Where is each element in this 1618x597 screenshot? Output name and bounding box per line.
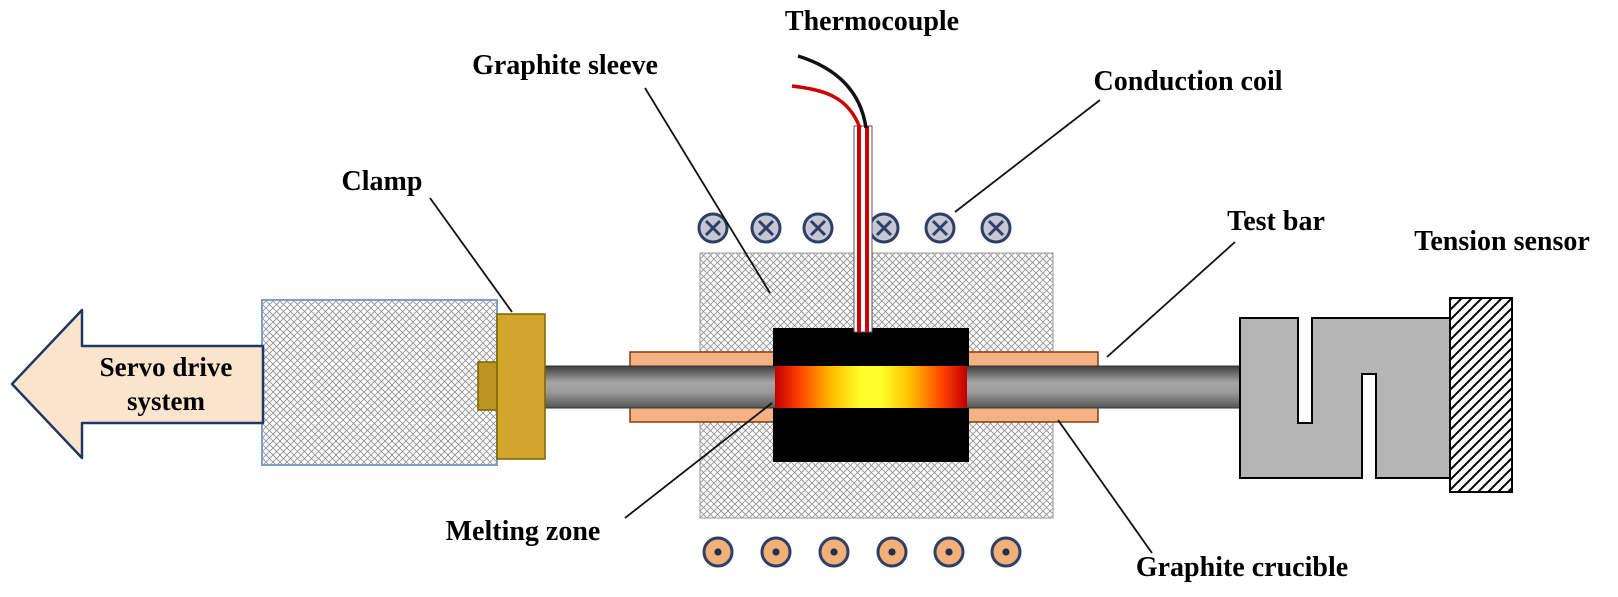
coil-current-in-icon bbox=[868, 212, 900, 244]
thermocouple-tube bbox=[853, 125, 873, 333]
tension-sensor-body bbox=[1239, 317, 1451, 479]
leader-line-graphite-sleeve bbox=[644, 87, 771, 294]
coil-current-in-icon bbox=[924, 212, 956, 244]
label-servo-drive-system: Servo drive system bbox=[100, 350, 233, 418]
fixed-wall bbox=[1449, 297, 1513, 493]
leader-line-clamp bbox=[429, 197, 513, 313]
label-graphite-sleeve: Graphite sleeve bbox=[472, 50, 658, 81]
coil-current-out-icon bbox=[990, 536, 1022, 568]
servo-label-line1: Servo drive bbox=[99, 352, 233, 382]
label-thermocouple: Thermocouple bbox=[784, 6, 960, 37]
melting-zone-glow bbox=[775, 364, 967, 410]
leader-line-test-bar bbox=[1106, 241, 1236, 358]
coil-current-out-icon bbox=[876, 536, 908, 568]
leader-line-conduction-coil bbox=[954, 99, 1101, 213]
label-test-bar: Test bar bbox=[1227, 206, 1325, 237]
label-tension-sensor: Tension sensor bbox=[1414, 226, 1590, 257]
leader-line-melting-zone bbox=[624, 402, 773, 519]
coil-current-out-icon bbox=[933, 536, 965, 568]
thermocouple bbox=[791, 54, 873, 333]
clamp bbox=[496, 313, 546, 460]
coil-current-out-icon bbox=[760, 536, 792, 568]
leader-lines bbox=[429, 87, 1236, 554]
label-clamp: Clamp bbox=[341, 166, 423, 197]
coil-current-out-icon bbox=[702, 536, 734, 568]
servo-drive-body bbox=[261, 299, 498, 466]
leader-line-graphite-crucible bbox=[1057, 419, 1153, 554]
servo-arrow bbox=[10, 308, 265, 460]
coil-current-in-icon bbox=[802, 212, 834, 244]
thermocouple-wire-red bbox=[791, 84, 862, 129]
coil-current-in-icon bbox=[750, 212, 782, 244]
coil-current-in-icon bbox=[980, 212, 1012, 244]
crucible-bottom-block bbox=[773, 408, 969, 462]
coil-current-in-icon bbox=[697, 212, 729, 244]
label-melting-zone: Melting zone bbox=[445, 516, 601, 547]
servo-label-line2: system bbox=[127, 386, 205, 416]
label-graphite-crucible: Graphite crucible bbox=[1135, 552, 1349, 583]
coil-current-out-icon bbox=[818, 536, 850, 568]
thermocouple-wire-black bbox=[797, 54, 868, 129]
crucible-top-block bbox=[773, 328, 969, 366]
conduction-coil-bottom bbox=[702, 536, 1022, 568]
label-conduction-coil: Conduction coil bbox=[1093, 66, 1283, 97]
